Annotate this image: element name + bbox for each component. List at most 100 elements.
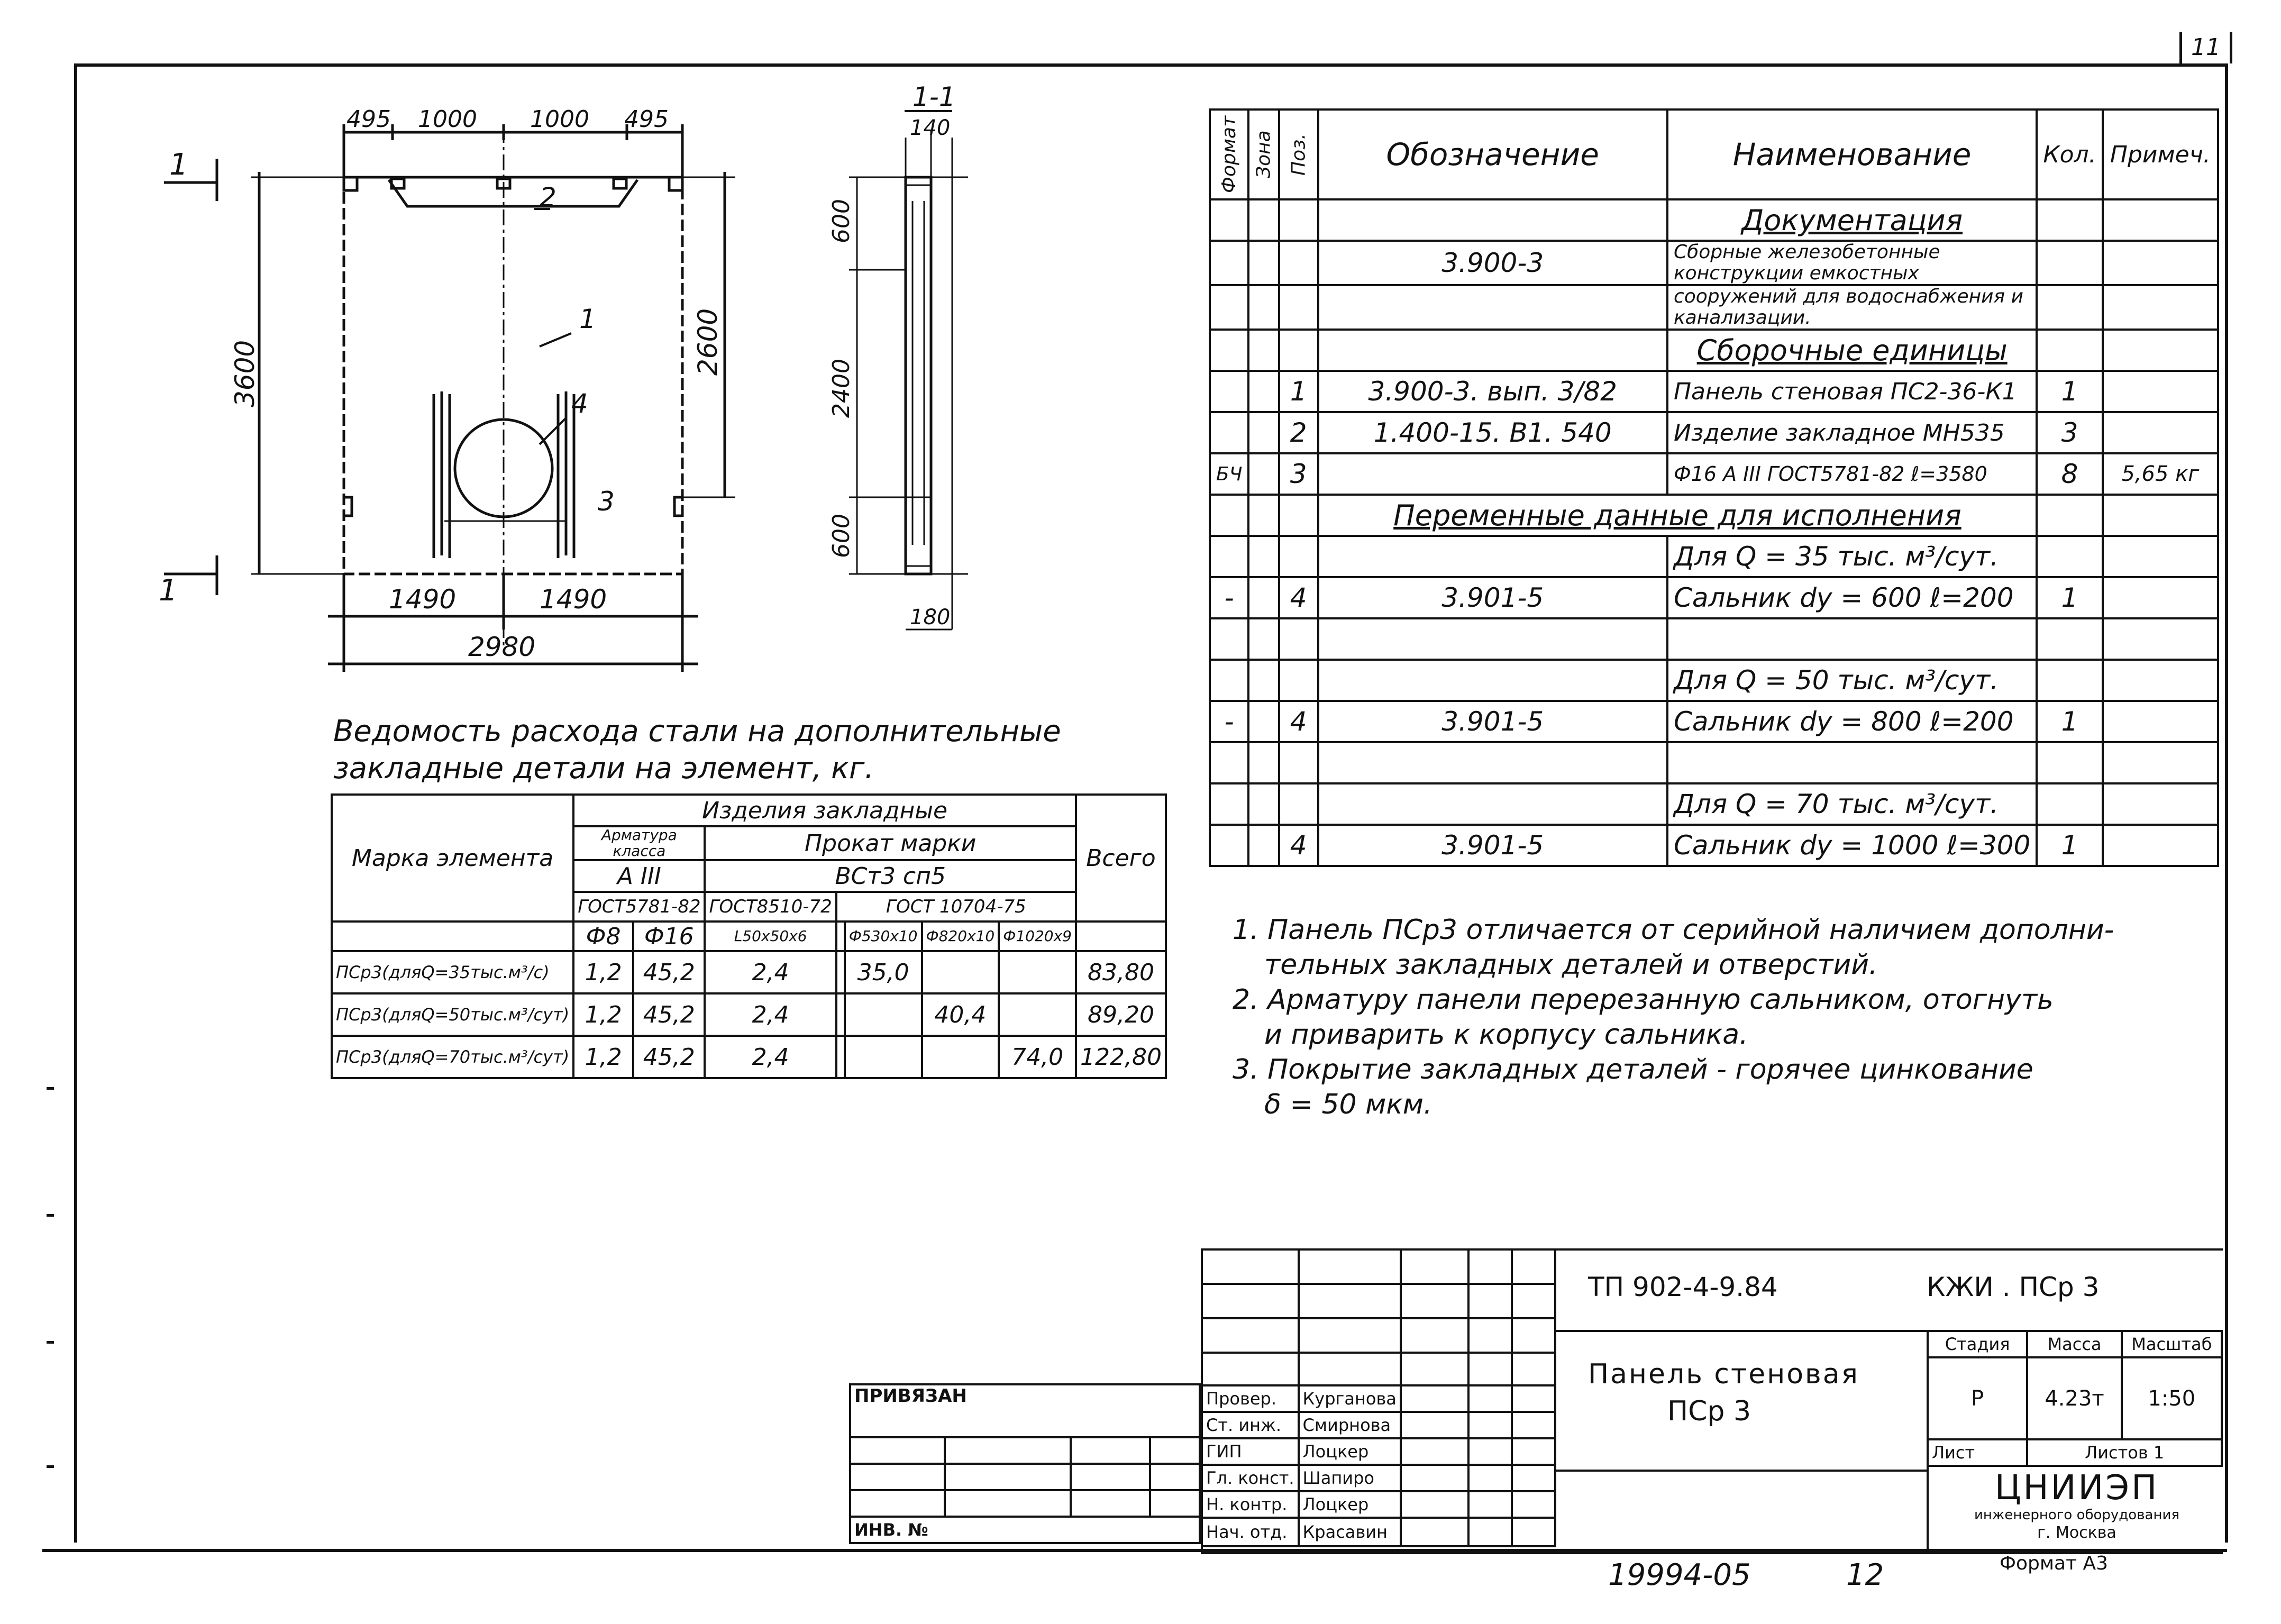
note-line: 1. Панель ПСр3 отличается от серийной на… bbox=[1233, 914, 2114, 946]
spec-header-designation: Обозначение bbox=[1317, 108, 1668, 200]
spec-cell-format: БЧ bbox=[1208, 452, 1250, 496]
steel-cell bbox=[998, 950, 1077, 995]
stage-header: Стадия bbox=[1926, 1330, 2029, 1358]
dim-1000-left: 1000 bbox=[418, 106, 477, 133]
title-cell: Панель стеновая ПСр 3 bbox=[1556, 1332, 1929, 1472]
spec-variant-condition: Для Q = 35 тыс. м³/сут. bbox=[1666, 535, 2038, 578]
organisation-department: инженерного оборудования bbox=[1974, 1507, 2179, 1523]
spec-cell-qty: 1 bbox=[2036, 700, 2104, 743]
dim-1000-right: 1000 bbox=[530, 106, 589, 133]
table-row: 4 3.901-5 Сальник dy = 1000 ℓ=300 1 bbox=[1208, 824, 2220, 867]
spec-doc-name-1: Сборные железобетонные конструкции емкос… bbox=[1666, 240, 2038, 286]
steel-cell: 45,2 bbox=[632, 950, 706, 995]
steel-cell bbox=[835, 950, 846, 995]
steel-cell bbox=[835, 992, 846, 1037]
table-row: Нач. отд.Красавин bbox=[1201, 1517, 1557, 1547]
callout-1: 1 bbox=[579, 304, 596, 334]
spec-cell-pos: 1 bbox=[1278, 370, 1319, 413]
spec-header-qty: Кол. bbox=[2036, 108, 2104, 200]
steel-cell: 35,0 bbox=[843, 950, 923, 995]
role-label: Нач. отд. bbox=[1201, 1517, 1300, 1547]
stage-value: Р bbox=[1926, 1356, 2029, 1440]
stage-mass-scale: Стадия Масса Масштаб Р 4.23т 1:50 Лист Л… bbox=[1926, 1330, 2223, 1467]
spec-header-pos: Поз. bbox=[1279, 110, 1318, 199]
section-bottom-dim: 180 bbox=[910, 605, 950, 629]
sheet-frame bbox=[74, 63, 2228, 1543]
note-line: тельных закладных деталей и отверстий. bbox=[1264, 949, 1878, 981]
steel-table-title-1: Ведомость расхода стали на дополнительны… bbox=[333, 714, 1061, 749]
spec-cell-format bbox=[1208, 824, 1250, 867]
table-row: 1 3.900-3. вып. 3/82 Панель стеновая ПС2… bbox=[1208, 370, 2220, 413]
spec-cell-pos: 3 bbox=[1278, 452, 1319, 496]
table-row: Н. контр.Лоцкер bbox=[1201, 1490, 1557, 1519]
spec-cell-name: Изделие закладное МН535 bbox=[1666, 411, 2038, 454]
spec-cell-note: 5,65 кг bbox=[2101, 452, 2220, 496]
section-title: 1-1 bbox=[913, 81, 956, 112]
callout-2: 2 bbox=[540, 182, 556, 213]
steel-row-total: 89,20 bbox=[1075, 992, 1167, 1037]
steel-cell bbox=[835, 1035, 846, 1079]
spec-variant-condition: Для Q = 50 тыс. м³/сут. bbox=[1666, 659, 2038, 702]
table-row: Гл. конст.Шапиро bbox=[1201, 1464, 1557, 1492]
margin-tick bbox=[47, 1214, 54, 1217]
spec-cell-qty: 8 bbox=[2036, 452, 2104, 496]
spec-header-note: Примеч. bbox=[2101, 108, 2220, 200]
table-row: ПСр3(дляQ=70тыс.м³/сут) 1,2 45,2 2,4 74,… bbox=[330, 1035, 1167, 1079]
steel-cell bbox=[843, 992, 923, 1037]
steel-row-total: 122,80 bbox=[1075, 1035, 1167, 1079]
specification-table: Формат Зона Поз. Обозначение Наименовани… bbox=[1208, 108, 2220, 867]
project-code: ТП 902-4-9.84 bbox=[1588, 1272, 1778, 1302]
spec-cell-format bbox=[1208, 411, 1250, 454]
steel-header-pipe1020: Ф1020x9 bbox=[998, 920, 1077, 952]
steel-header-gost3: ГОСТ 10704-75 bbox=[835, 891, 1078, 923]
spec-section-docs: Документация bbox=[1666, 198, 2038, 242]
callout-4: 4 bbox=[571, 388, 588, 419]
steel-header-pipe820: Ф820x10 bbox=[920, 920, 1000, 952]
binding-block: ПРИВЯЗАН ИНВ. № bbox=[849, 1383, 1201, 1544]
spec-section-assembly: Сборочные единицы bbox=[1666, 329, 2038, 372]
archive-number: 19994-05 bbox=[1608, 1558, 1751, 1592]
signer-name: Лоцкер bbox=[1297, 1490, 1402, 1519]
spec-cell-pos: 4 bbox=[1278, 824, 1319, 867]
dim-495-right: 495 bbox=[624, 106, 669, 133]
steel-cell: 2,4 bbox=[704, 950, 837, 995]
steel-cell bbox=[843, 1035, 923, 1079]
spec-header-zone: Зона bbox=[1248, 110, 1279, 199]
section-dim-bottom: 600 bbox=[828, 514, 855, 558]
table-row: - 4 3.901-5 Сальник dy = 600 ℓ=200 1 bbox=[1208, 576, 2220, 619]
margin-tick bbox=[47, 1465, 54, 1468]
margin-tick bbox=[47, 1087, 54, 1090]
steel-cell: 1,2 bbox=[572, 1035, 635, 1079]
signer-name: Лоцкер bbox=[1297, 1437, 1402, 1466]
table-row: - 4 3.901-5 Сальник dy = 800 ℓ=200 1 bbox=[1208, 700, 2220, 743]
steel-cell bbox=[998, 992, 1077, 1037]
paper-format: Формат А3 bbox=[2000, 1553, 2109, 1574]
drawing-title-1: Панель стеновая bbox=[1588, 1358, 1859, 1390]
dim-upper: 2600 bbox=[692, 308, 723, 376]
section-dim-middle: 2400 bbox=[828, 359, 855, 418]
spec-cell-code: 3.901-5 bbox=[1317, 576, 1668, 619]
steel-cell: 40,4 bbox=[920, 992, 1000, 1037]
drawing-title-2: ПСр 3 bbox=[1667, 1395, 1751, 1427]
steel-row-mark: ПСр3(дляQ=35тыс.м³/с) bbox=[330, 950, 575, 995]
table-row: БЧ 3 Ф16 А III ГОСТ5781-82 ℓ=3580 8 5,65… bbox=[1208, 452, 2220, 496]
dim-1490-left: 1490 bbox=[389, 584, 456, 615]
role-label: Провер. bbox=[1201, 1384, 1300, 1413]
steel-header-col4 bbox=[835, 920, 846, 952]
signer-name: Смирнова bbox=[1297, 1411, 1402, 1439]
spec-cell-code: 3.901-5 bbox=[1317, 824, 1668, 867]
steel-cell: 1,2 bbox=[572, 950, 635, 995]
panel-elevation-drawing: 495 1000 1000 495 2 1 4 3 1 1 1490 1490 … bbox=[159, 81, 968, 672]
steel-header-d8: Ф8 bbox=[572, 920, 635, 952]
sheet-bottom-line bbox=[42, 1549, 2227, 1552]
scale-header: Масштаб bbox=[2120, 1330, 2223, 1358]
signer-name: Шапиро bbox=[1297, 1464, 1402, 1492]
spec-cell-qty: 1 bbox=[2036, 370, 2104, 413]
spec-section-variable: Переменные данные для исполнения bbox=[1317, 494, 2038, 537]
inventory-number-label: ИНВ. № bbox=[849, 1516, 1201, 1544]
spec-cell-code bbox=[1317, 452, 1668, 496]
spec-cell-code: 1.400-15. В1. 540 bbox=[1317, 411, 1668, 454]
steel-header-pipe530: Ф530x10 bbox=[843, 920, 923, 952]
table-row: Провер.Курганова bbox=[1201, 1384, 1557, 1413]
